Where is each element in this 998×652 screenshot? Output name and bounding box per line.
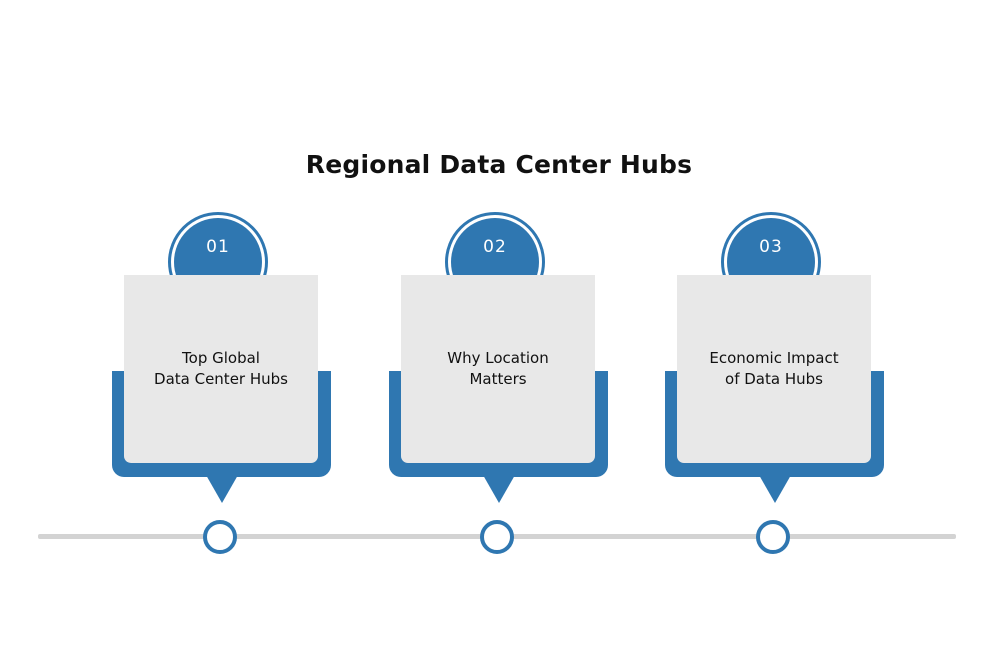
step-3: 03 Economic Impact of Data Hubs — [665, 210, 885, 554]
step-3-pointer — [759, 475, 791, 503]
diagram-title: Regional Data Center Hubs — [305, 150, 693, 179]
step-3-label: Economic Impact of Data Hubs — [709, 349, 839, 388]
step-1: 01 Top Global Data Center Hubs — [112, 210, 332, 554]
step-1-timeline-marker — [203, 520, 237, 554]
step-2-card — [401, 275, 595, 463]
step-3-timeline-marker — [756, 520, 790, 554]
step-2-pointer — [483, 475, 515, 503]
step-2: 02 Why Location Matters — [389, 210, 609, 554]
step-1-number: 01 — [206, 237, 230, 257]
step-1-label: Top Global Data Center Hubs — [154, 349, 288, 388]
step-2-label: Why Location Matters — [447, 349, 549, 388]
step-1-pointer — [206, 475, 238, 503]
step-2-timeline-marker — [480, 520, 514, 554]
step-2-number: 02 — [483, 237, 507, 257]
step-3-card — [677, 275, 871, 463]
step-3-number: 03 — [759, 237, 783, 257]
step-1-card — [124, 275, 318, 463]
